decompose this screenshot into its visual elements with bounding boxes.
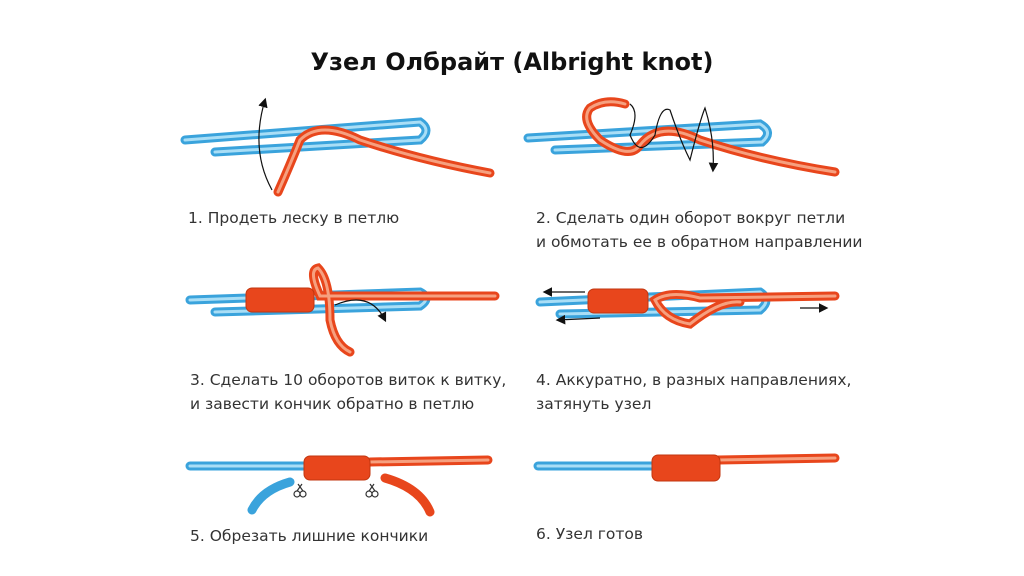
red-line-highlight — [312, 266, 497, 354]
page-title: Узел Олбрайт (Albright knot) — [310, 48, 714, 76]
step-6-illustration — [533, 453, 840, 482]
red-line-highlight — [368, 458, 490, 464]
red-line-highlight — [276, 128, 492, 194]
step-2-illustration — [523, 97, 840, 177]
step-3-illustration — [185, 263, 500, 357]
scissors-icon — [293, 483, 307, 498]
step-3-caption: 3. Сделать 10 оборотов виток к витку, и … — [190, 368, 506, 416]
wrap-arrow — [629, 103, 719, 173]
red-line-highlight — [585, 100, 837, 174]
step-1-caption: 1. Продеть леску в петлю — [188, 206, 399, 230]
blue-tail — [247, 477, 295, 515]
step-6-caption: 6. Узел готов — [536, 522, 643, 546]
red-wraps — [587, 288, 649, 314]
scissors-icon — [365, 483, 379, 498]
caption-line: 2. Сделать один оборот вокруг петли — [536, 209, 846, 227]
step-2-caption: 2. Сделать один оборот вокруг петли и об… — [536, 206, 863, 254]
step-5-caption: 5. Обрезать лишние кончики — [190, 524, 428, 548]
red-line — [582, 97, 840, 177]
caption-line: 4. Аккуратно, в разных направлениях, — [536, 371, 852, 389]
caption-line: 3. Сделать 10 оборотов виток к витку, — [190, 371, 507, 389]
arrow — [334, 299, 387, 323]
caption-line: и обмотать ее в обратном направлении — [536, 233, 863, 251]
caption-line: затянуть узел — [536, 395, 652, 413]
step-4-caption: 4. Аккуратно, в разных направлениях, зат… — [536, 368, 851, 416]
step-1-illustration — [180, 97, 495, 197]
step-4-illustration — [535, 287, 840, 329]
caption-line: и завести кончик обратно в петлю — [190, 395, 475, 413]
red-line-highlight — [653, 293, 837, 326]
caption-line: 6. Узел готов — [536, 525, 644, 543]
arrow-left-lower — [555, 314, 601, 325]
red-tail — [380, 473, 435, 517]
blue-line-loop-highlight — [526, 122, 769, 152]
step-5-illustration — [185, 455, 493, 517]
red-wraps — [303, 455, 371, 481]
arrow — [258, 97, 273, 191]
blue-line-loop-highlight — [183, 120, 428, 154]
caption-line: 1. Продеть леску в петлю — [188, 209, 400, 227]
red-wraps — [651, 454, 721, 482]
caption-line: 5. Обрезать лишние кончики — [190, 527, 429, 545]
red-wraps — [245, 287, 315, 313]
red-line-highlight — [716, 456, 837, 462]
